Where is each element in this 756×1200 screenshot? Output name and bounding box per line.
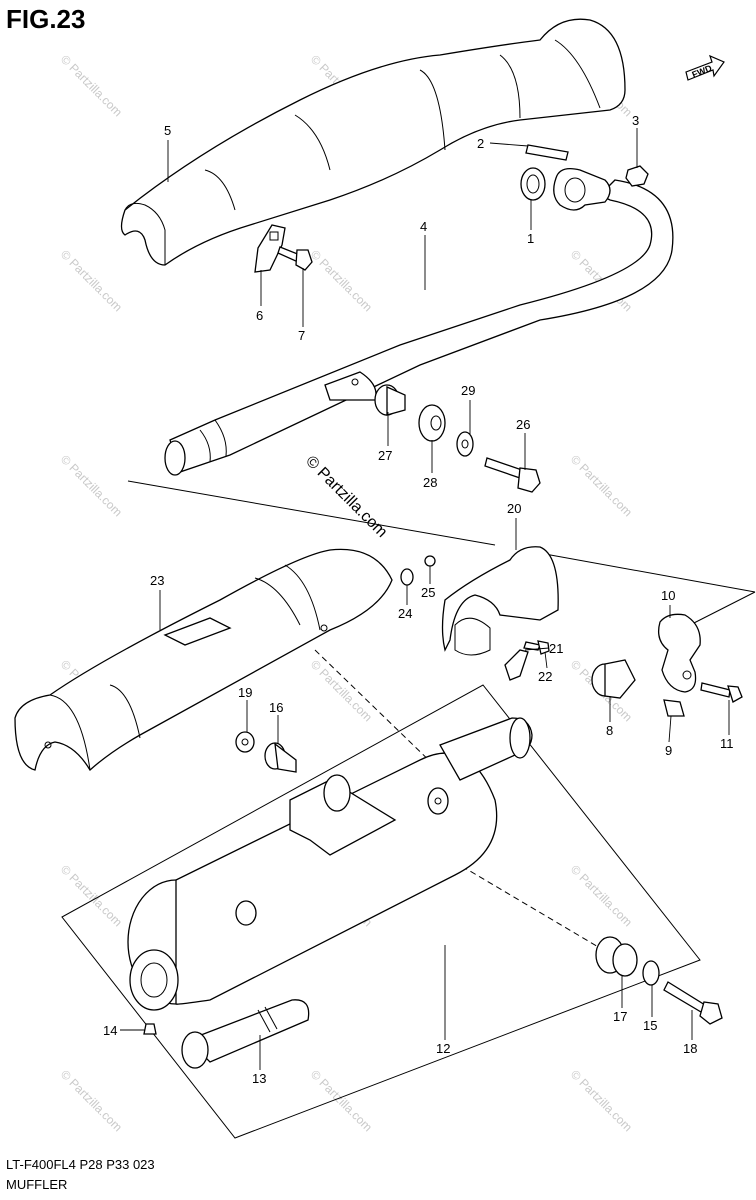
callout-labels: 1 2 3 4 5 6 7 8 9 10 11 12 13 14 15 16 1…	[103, 113, 734, 1086]
exhaust-pipe	[164, 179, 674, 476]
callout-14: 14	[103, 1023, 117, 1038]
heat-shield-upper	[120, 18, 626, 266]
callout-19: 19	[238, 685, 252, 700]
callout-11: 11	[720, 736, 734, 751]
muffler-body	[127, 717, 533, 1011]
muffler-clamp	[657, 613, 701, 693]
clamp-collar	[663, 699, 685, 717]
callout-5: 5	[164, 123, 171, 138]
callout-1: 1	[527, 231, 534, 246]
exhaust-flange	[553, 167, 611, 211]
callout-12: 12	[436, 1041, 450, 1056]
callout-17: 17	[613, 1009, 627, 1024]
mount-grommet	[418, 404, 446, 442]
callout-3: 3	[632, 113, 639, 128]
watermark: © Partzilla.com	[308, 657, 375, 724]
muffler-assembly-box	[61, 684, 701, 1139]
rear-washer	[642, 960, 660, 986]
callout-25: 25	[421, 585, 435, 600]
heat-shield-lower	[14, 548, 393, 772]
stud-bolt	[525, 144, 569, 161]
mount-washer	[456, 431, 474, 457]
watermark: © Partzilla.com	[58, 862, 125, 929]
muffler-grommet-rear	[595, 936, 638, 977]
diagram-name: MUFFLER	[6, 1177, 68, 1192]
callout-27: 27	[378, 448, 392, 463]
bracket-bolt	[277, 246, 313, 271]
callout-21: 21	[549, 641, 563, 656]
rear-bolt	[663, 981, 723, 1025]
callout-7: 7	[298, 328, 305, 343]
callout-2: 2	[477, 136, 484, 151]
watermark: © Partzilla.com	[58, 247, 125, 314]
callout-15: 15	[643, 1018, 657, 1033]
callout-29: 29	[461, 383, 475, 398]
watermark: © Partzilla.com	[58, 1067, 125, 1134]
mount-collar	[374, 384, 406, 416]
callout-8: 8	[606, 723, 613, 738]
callout-23: 23	[150, 573, 164, 588]
watermark: © Partzilla.com	[58, 452, 125, 519]
callout-22: 22	[538, 669, 552, 684]
callout-4: 4	[420, 219, 427, 234]
muffler-protector	[441, 546, 559, 656]
figure-title: FIG.23	[6, 4, 86, 34]
exhaust-nut	[625, 165, 649, 187]
forward-label: FWD	[691, 63, 714, 80]
muffler-grommet-front	[235, 731, 255, 753]
callout-16: 16	[269, 700, 283, 715]
watermark: © Partzilla.com	[568, 862, 635, 929]
callout-9: 9	[665, 743, 672, 758]
leader-lines	[120, 128, 730, 1070]
callout-6: 6	[256, 308, 263, 323]
spark-arrester	[181, 999, 310, 1069]
diagram-code: LT-F400FL4 P28 P33 023	[6, 1157, 155, 1172]
callout-13: 13	[252, 1071, 266, 1086]
muffler-collar-front	[264, 742, 297, 773]
mount-bolt	[484, 457, 541, 493]
watermark: © Partzilla.com	[308, 247, 375, 314]
clamp-bolt	[700, 682, 743, 703]
callout-24: 24	[398, 606, 412, 621]
callout-20: 20	[507, 501, 521, 516]
clamp-sleeve	[591, 659, 636, 699]
watermark: © Partzilla.com	[568, 452, 635, 519]
callout-28: 28	[423, 475, 437, 490]
arrester-screw	[143, 1023, 157, 1035]
forward-arrow-icon: FWD	[685, 54, 725, 81]
protector-stay	[504, 649, 529, 681]
shield-washer	[400, 568, 414, 586]
clamp-bracket	[254, 224, 286, 273]
watermark: © Partzilla.com	[568, 1067, 635, 1134]
exhaust-gasket	[520, 167, 546, 201]
watermark-center: © Partzilla.com	[302, 453, 390, 541]
guide-lines	[127, 480, 756, 949]
shield-nut	[424, 555, 436, 567]
callout-10: 10	[661, 588, 675, 603]
callout-18: 18	[683, 1041, 697, 1056]
watermark: © Partzilla.com	[308, 1067, 375, 1134]
watermark: © Partzilla.com	[58, 52, 125, 119]
protector-bolt	[523, 640, 550, 655]
callout-26: 26	[516, 417, 530, 432]
